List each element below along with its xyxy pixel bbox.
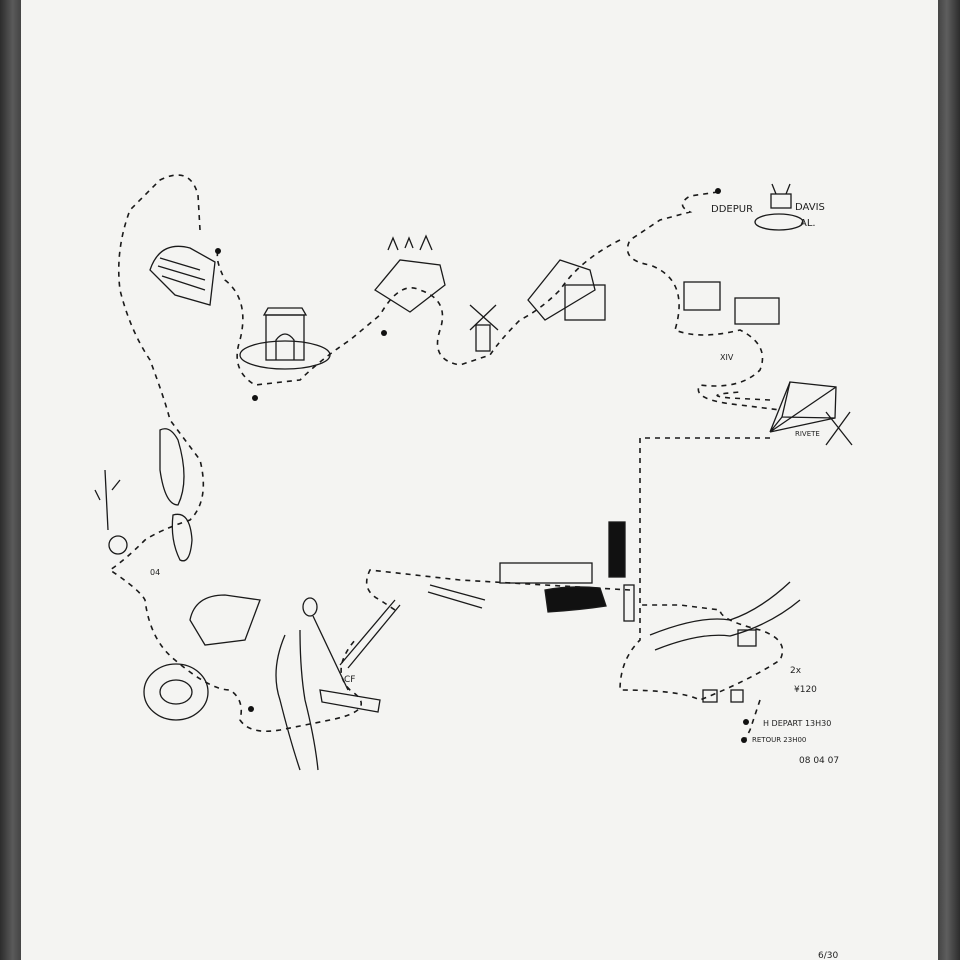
landmark-arena <box>149 245 216 306</box>
label-cf: CF <box>344 675 355 685</box>
frame-left <box>0 0 21 960</box>
landmark-lakes <box>94 428 193 562</box>
label-return-time: RETOUR 23H00 <box>752 736 806 744</box>
label-al: AL. <box>800 218 816 229</box>
paper <box>21 0 938 960</box>
landmark-park-hill <box>374 234 446 313</box>
landmark-dome-building <box>189 594 261 646</box>
label-price: ¥120 <box>794 685 817 695</box>
edition-number: 6/30 <box>818 951 838 960</box>
label-date: 08 04 07 <box>799 756 839 766</box>
label-depart-top: DDEPUR <box>711 204 753 215</box>
landmark-market-street <box>427 521 635 622</box>
label-rivete: RIVETE <box>795 430 820 438</box>
label-depart-time: H DEPART 13H30 <box>763 719 831 728</box>
landmark-stadium <box>143 663 209 721</box>
route-path <box>365 191 784 741</box>
landmark-river-west <box>275 597 381 771</box>
landmark-river-east <box>649 581 801 703</box>
landmark-kite <box>769 381 853 446</box>
pins <box>215 188 749 743</box>
landmark-buildings-ne <box>527 259 780 325</box>
label-bikes: 2x <box>790 666 802 676</box>
landmark-bridge-street <box>339 599 401 669</box>
route-path-west <box>108 174 621 733</box>
frame-right <box>938 0 960 960</box>
label-number: 04 <box>150 568 160 577</box>
label-davis: DAVIS <box>795 202 825 213</box>
landmark-tv-and-plate <box>754 183 804 231</box>
landmark-windmill <box>469 304 499 352</box>
label-roman-numeral: XIV <box>720 353 734 362</box>
landmark-arc-de-triomphe <box>239 307 331 370</box>
